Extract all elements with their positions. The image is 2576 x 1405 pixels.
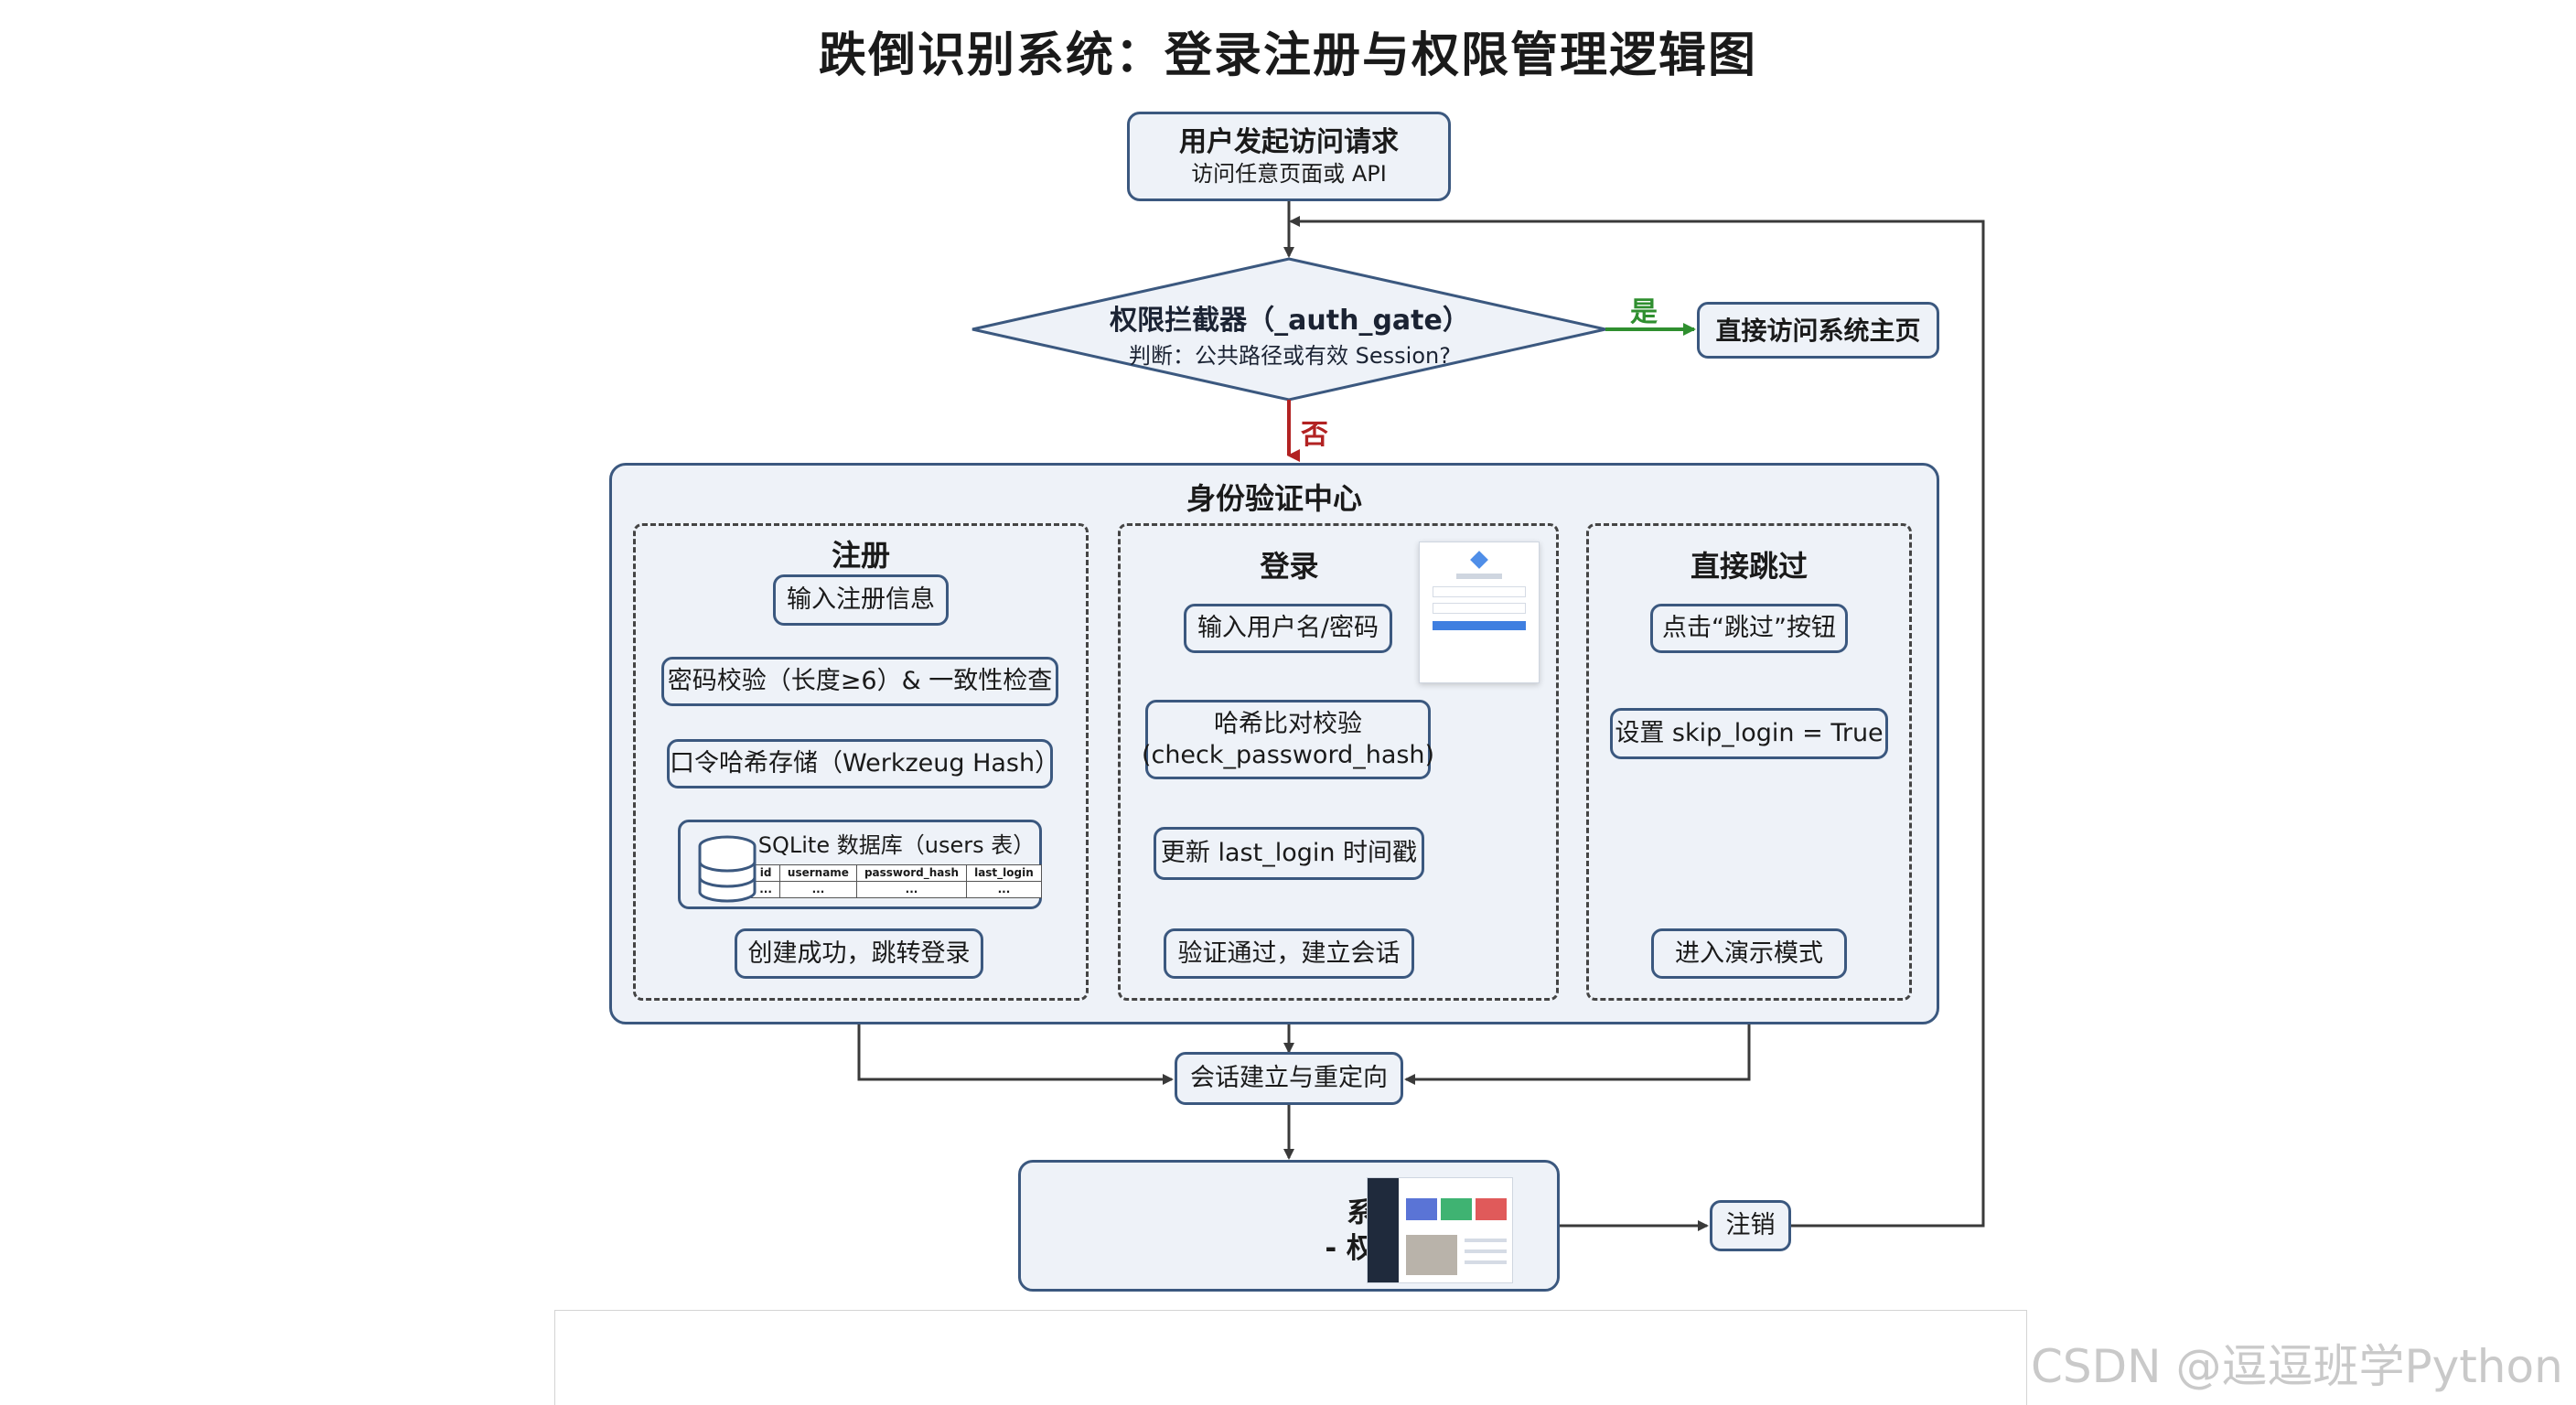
thumb-password-field (1433, 603, 1526, 614)
auth-center-title: 身份验证中心 (1186, 481, 1362, 516)
thumb-camera-preview (1406, 1235, 1457, 1275)
dashboard-thumbnail (1367, 1177, 1513, 1283)
login-step-success: 验证通过，建立会话 (1164, 928, 1414, 979)
users-cell: ... (966, 880, 1042, 898)
direct-home-node: 直接访问系统主页 (1697, 302, 1939, 359)
login-panel (1118, 523, 1559, 1001)
thumb-card-red (1476, 1198, 1507, 1220)
bottom-frame (554, 1310, 2027, 1405)
thumb-username-field (1433, 586, 1526, 597)
skip-title: 直接跳过 (1690, 549, 1808, 584)
db-title: SQLite 数据库（users 表） (757, 831, 1036, 858)
register-done-node: 创建成功，跳转登录 (735, 928, 983, 979)
gate-question: 判断：公共路径或有效 Session? (1129, 343, 1451, 369)
users-cell: ... (855, 880, 968, 898)
register-title: 注册 (831, 538, 890, 573)
skip-step-demo: 进入演示模式 (1651, 928, 1847, 979)
users-col-username: username (778, 863, 857, 882)
login-step-verify-title: 哈希比对校验 (1214, 709, 1362, 738)
thumb-card-green (1441, 1198, 1472, 1220)
login-step-input: 输入用户名/密码 (1184, 604, 1392, 653)
no-label: 否 (1301, 419, 1328, 451)
start-node-subtitle: 访问任意页面或 API (1191, 160, 1387, 187)
register-step-hash: 口令哈希存储（Werkzeug Hash） (667, 739, 1059, 788)
start-node-title: 用户发起访问请求 (1179, 126, 1399, 159)
sqlite-db-node: SQLite 数据库（users 表） id username password… (678, 820, 1042, 909)
diagram-title: 跌倒识别系统：登录注册与权限管理逻辑图 (818, 28, 1757, 83)
thumb-heading (1456, 574, 1502, 579)
thumb-submit-button (1433, 621, 1526, 630)
gate-node: 权限拦截器（_auth_gate） 判断：公共路径或有效 Session? (1043, 297, 1537, 370)
start-node: 用户发起访问请求 访问任意页面或 API (1127, 112, 1451, 201)
gate-title: 权限拦截器（_auth_gate） (1110, 305, 1470, 337)
session-redirect-node: 会话建立与重定向 (1175, 1052, 1403, 1105)
logo-icon (1470, 551, 1488, 569)
register-step-input: 输入注册信息 (773, 574, 949, 626)
database-icon (698, 835, 757, 903)
login-step-verify: 哈希比对校验 (check_password_hash) (1141, 700, 1435, 779)
watermark: CSDN @逗逗班学Python (2031, 1340, 2563, 1393)
login-step-verify-func: (check_password_hash) (1141, 740, 1435, 769)
thumb-sidebar (1368, 1178, 1399, 1282)
login-title: 登录 (1260, 549, 1319, 584)
thumb-card-blue (1406, 1198, 1437, 1220)
users-cell: ... (778, 880, 857, 898)
users-col-last-login: last_login (966, 863, 1042, 882)
thumb-list-line (1465, 1260, 1507, 1264)
skip-step-flag: 设置 skip_login = True (1610, 708, 1888, 759)
users-table: id username password_hash last_login ...… (751, 863, 1042, 898)
register-panel (633, 523, 1089, 1001)
skip-panel (1586, 523, 1912, 1001)
register-step-validate: 密码校验（长度≥6）& 一致性检查 (661, 657, 1058, 706)
logout-node: 注销 (1710, 1200, 1791, 1251)
login-form-thumbnail (1419, 542, 1540, 683)
login-step-update: 更新 last_login 时间戳 (1154, 827, 1424, 880)
thumb-list-line (1465, 1249, 1507, 1253)
skip-step-click: 点击“跳过”按钮 (1650, 604, 1848, 653)
yes-label: 是 (1630, 296, 1658, 328)
home-node: 系统主页 - 权限释放 (1018, 1160, 1560, 1292)
users-col-password-hash: password_hash (855, 863, 968, 882)
users-col-id: id (751, 863, 780, 882)
thumb-list-line (1465, 1239, 1507, 1242)
